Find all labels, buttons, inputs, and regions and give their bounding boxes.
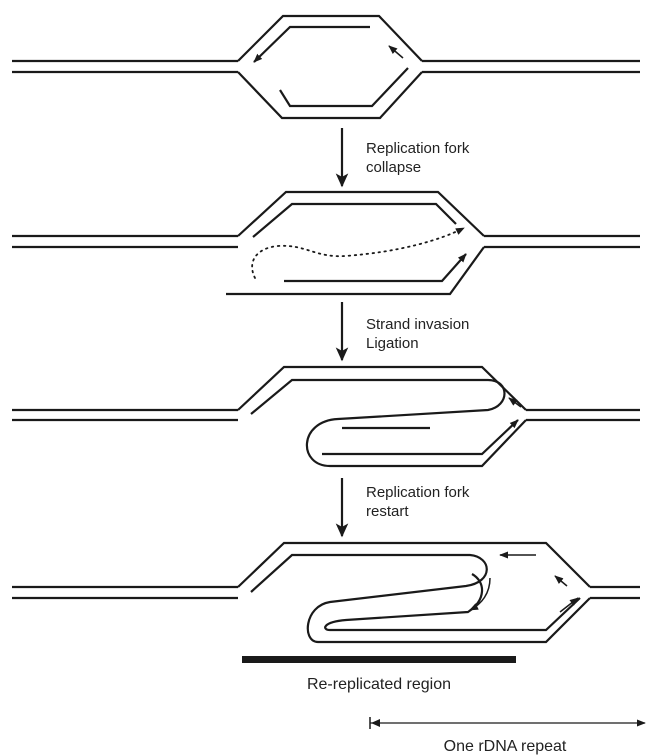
right-duplex: [590, 585, 640, 600]
bubble-top-strand: [237, 14, 423, 62]
rdna-repeat-left-head: [371, 719, 380, 727]
panel-fork-collapse: [12, 190, 640, 296]
bubble-bottom-strand: [226, 246, 485, 296]
bubble-top-strand: [237, 190, 485, 237]
ligated-loop-strand: [250, 553, 488, 644]
re-replicated-region-bar: [242, 656, 516, 663]
right-duplex: [422, 59, 640, 74]
step-2-label-line-2: Ligation: [366, 335, 419, 352]
fork-arrow: [388, 45, 404, 59]
step-2: Strand invasion Ligation: [335, 302, 469, 362]
step-2-label-line-1: Strand invasion: [366, 316, 469, 333]
re-replicated-region-label: Re-replicated region: [307, 676, 451, 693]
ligated-loop-strand: [250, 378, 506, 468]
left-duplex: [12, 585, 238, 600]
rdna-repeat-scale: One rDNA repeat: [369, 717, 646, 755]
panel-replication-bubble: [12, 14, 640, 120]
broken-nascent-strand: [284, 253, 467, 283]
bubble-top-strand: [237, 541, 591, 588]
fork-arrow: [508, 397, 522, 408]
right-duplex: [484, 234, 640, 249]
nascent-top-strand: [253, 25, 370, 63]
step-3-label-line-2: restart: [366, 503, 409, 520]
fork-arrow-top: [554, 575, 568, 587]
fork-arrow-bottom: [559, 597, 579, 613]
nascent-top-strand: [252, 202, 457, 238]
left-duplex: [12, 59, 238, 74]
panel-strand-invasion: [12, 365, 640, 468]
step-3-label-line-1: Replication fork: [366, 484, 470, 501]
nascent-bottom-strand: [322, 419, 519, 456]
step-1-label-line-2: collapse: [366, 159, 421, 176]
step-3: Replication fork restart: [335, 478, 470, 538]
new-synthesis-arrow: [469, 577, 491, 611]
nascent-bottom-strand: [279, 67, 409, 108]
right-duplex: [526, 408, 640, 422]
left-duplex: [12, 234, 238, 249]
re-replicated-strand: [324, 573, 581, 632]
bubble-bottom-strand: [318, 597, 591, 644]
rdna-repeat-label: One rDNA repeat: [444, 738, 567, 755]
bubble-bottom-strand: [330, 419, 527, 468]
bubble-bottom-strand: [237, 71, 423, 120]
dotted-strand-invasion-path: [251, 227, 465, 279]
step-1: Replication fork collapse: [335, 128, 470, 188]
step-1-label-line-1: Replication fork: [366, 140, 470, 157]
left-duplex: [12, 408, 238, 422]
re-replicated-region: Re-replicated region: [242, 656, 516, 693]
panel-fork-restart: [12, 541, 640, 644]
